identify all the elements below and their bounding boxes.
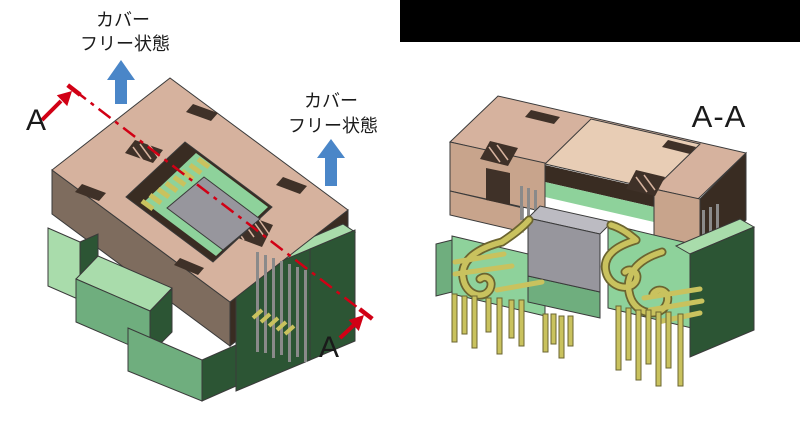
top-black-bar — [400, 0, 800, 42]
socket-base — [47, 223, 357, 402]
section-arrow-bottom — [338, 315, 364, 340]
cover-free-label-right: カバー フリー状態 — [288, 91, 378, 136]
section-cut-line — [40, 83, 374, 340]
section-chip — [527, 217, 601, 293]
section-cover-slots — [525, 110, 696, 154]
socket-cavity — [125, 141, 273, 263]
section-latch-grilles — [480, 141, 665, 196]
up-arrow-icon-right — [317, 139, 345, 186]
cover-free-label-right-line2: フリー状態 — [288, 116, 378, 136]
cover-free-label-left-line2: フリー状態 — [80, 34, 170, 54]
cover-free-label-left-line1: カバー — [96, 10, 150, 30]
section-view-title: A-A — [692, 99, 747, 134]
cavity-contacts — [140, 156, 211, 212]
cover-cut-recess — [543, 118, 702, 190]
cover-slots — [75, 104, 307, 275]
section-view-model — [435, 95, 756, 387]
section-pins — [451, 293, 684, 387]
socket-pins — [251, 252, 307, 362]
cover-free-label-right-line1: カバー — [304, 91, 358, 111]
section-marker-top-label: A — [26, 104, 46, 137]
up-arrow-icon-left — [107, 60, 135, 104]
section-arrow-top — [40, 91, 72, 122]
device-chip — [166, 176, 261, 251]
isometric-view-model — [47, 77, 357, 402]
section-marker-bottom-label: A — [319, 331, 339, 364]
cover-free-label-left: カバー フリー状態 — [80, 10, 170, 54]
